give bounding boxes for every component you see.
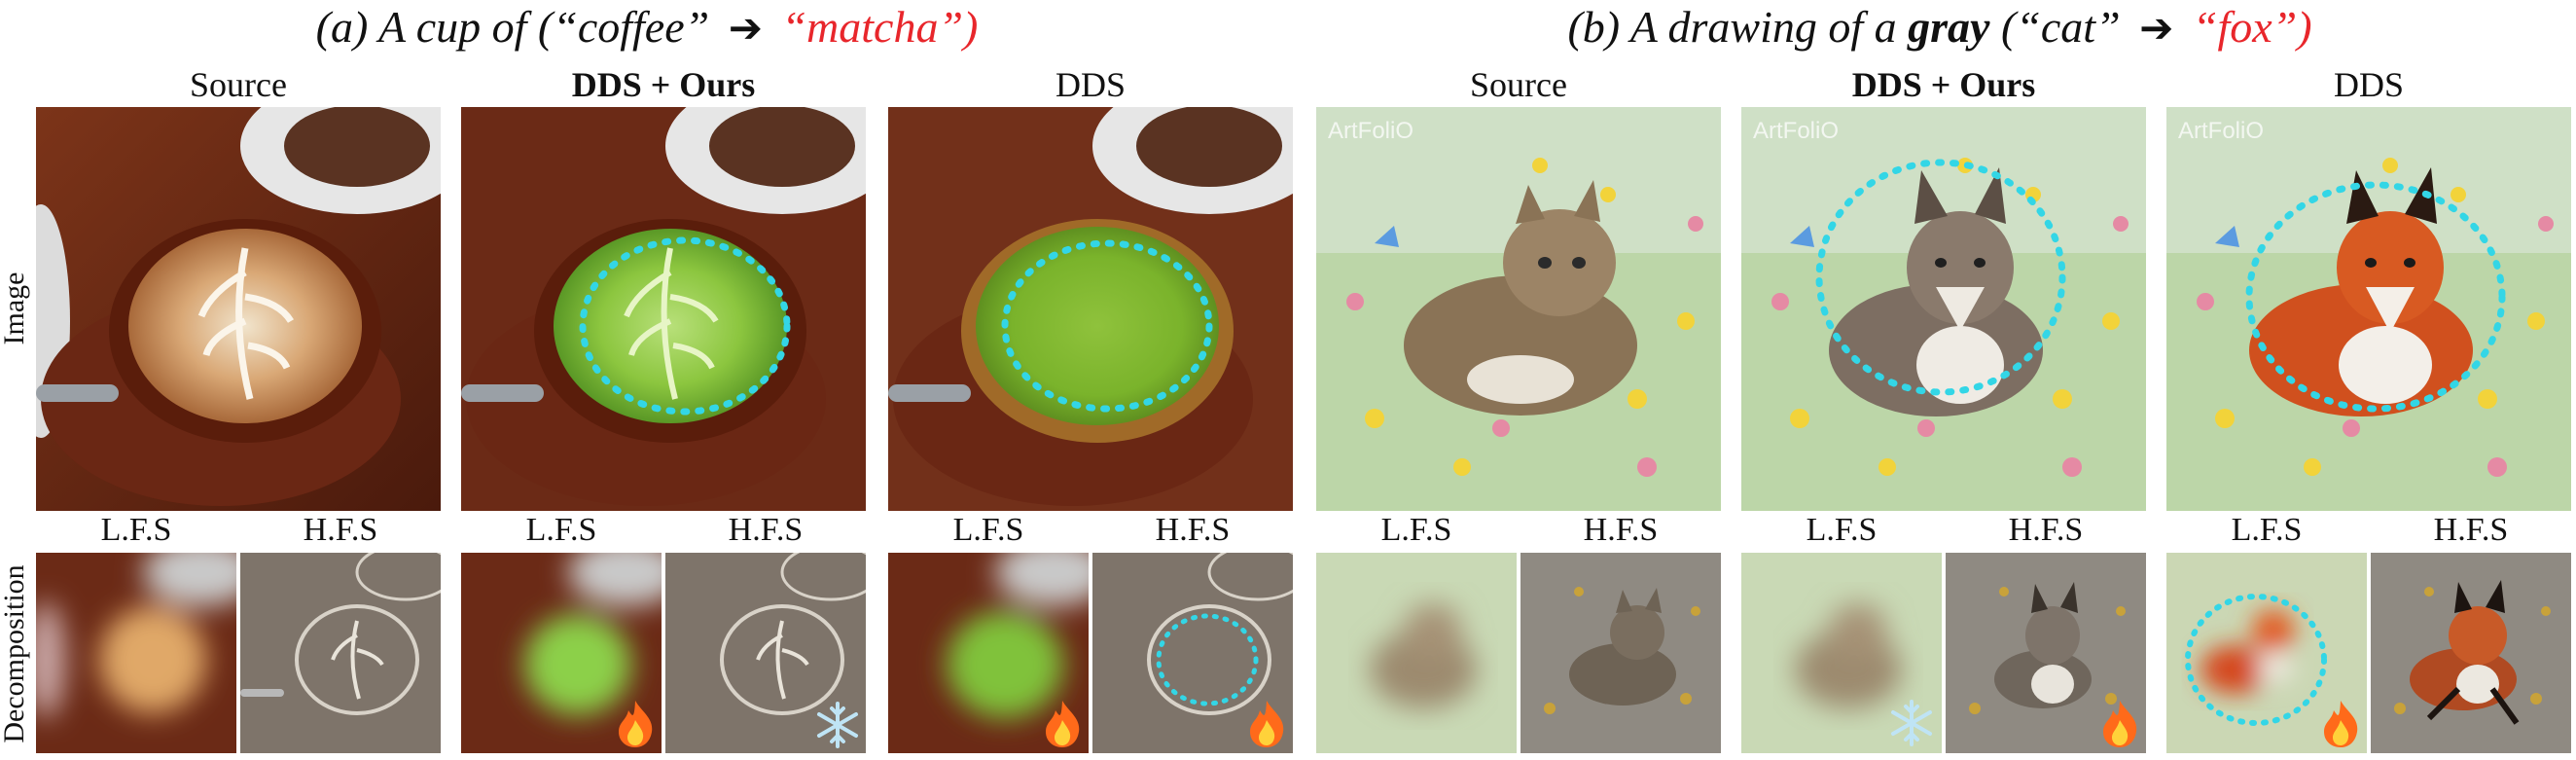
decomp-a-source-hfs — [240, 553, 441, 753]
col-label-b-dds: DDS — [2333, 65, 2405, 104]
watermark: ArtFoliO — [1328, 118, 1413, 144]
arrow-icon: ➔ — [728, 7, 763, 52]
image-a-dds — [888, 107, 1293, 511]
sub-label-b-ours-hfs: H.F.S — [2008, 512, 2084, 548]
decomp-b-source-hfs — [1521, 553, 1721, 753]
decomp-b-ours-hfs — [1946, 553, 2146, 753]
image-b-source: ArtFoliO — [1316, 107, 1721, 511]
decomp-b-ours-lfs — [1741, 553, 1942, 753]
decomp-a-source-lfs — [36, 553, 236, 753]
image-a-ours — [461, 107, 866, 511]
highlight-circle — [1001, 239, 1213, 413]
sub-label-a-dds-hfs: H.F.S — [1155, 512, 1231, 548]
highlight-circle — [2245, 181, 2506, 413]
sub-label-b-dds-hfs: H.F.S — [2433, 512, 2509, 548]
decomp-a-dds-lfs — [888, 553, 1089, 753]
sub-label-a-ours-lfs: L.F.S — [525, 512, 597, 548]
decomp-b-dds-lfs — [2166, 553, 2367, 753]
col-label-a-source: Source — [190, 65, 287, 104]
col-label-a-dds: DDS — [1055, 65, 1127, 104]
watermark: ArtFoliO — [2178, 118, 2264, 144]
decomp-a-ours-lfs — [461, 553, 662, 753]
col-label-b-ours: DDS + Ours — [1851, 65, 2036, 104]
sub-label-b-dds-lfs: L.F.S — [2231, 512, 2303, 548]
decomp-b-source-lfs — [1316, 553, 1517, 753]
col-label-a-ours: DDS + Ours — [571, 65, 756, 104]
highlight-circle — [2185, 594, 2327, 726]
arrow-icon: ➔ — [2139, 7, 2174, 52]
fire-icon — [1040, 699, 1085, 749]
panel-b-title: (b) A drawing of a gray (“cat” ➔ “fox”) — [1567, 2, 2312, 52]
snowflake-icon — [813, 701, 862, 749]
watermark: ArtFoliO — [1753, 118, 1839, 144]
highlight-circle — [1156, 613, 1259, 706]
panel-a-title: (a) A cup of (“coffee” ➔ “matcha”) — [315, 2, 979, 52]
sub-label-b-ours-lfs: L.F.S — [1806, 512, 1878, 548]
decomp-b-dds-hfs — [2371, 553, 2571, 753]
highlight-circle — [1815, 159, 2066, 396]
snowflake-icon — [1887, 699, 1936, 747]
sub-label-a-source-lfs: L.F.S — [100, 512, 172, 548]
col-label-b-source: Source — [1470, 65, 1567, 104]
sub-label-b-source-lfs: L.F.S — [1380, 512, 1452, 548]
highlight-circle — [579, 236, 791, 416]
image-b-dds: ArtFoliO — [2166, 107, 2571, 511]
sub-label-a-dds-lfs: L.F.S — [952, 512, 1024, 548]
sub-label-a-source-hfs: H.F.S — [303, 512, 378, 548]
decomp-a-ours-hfs — [665, 553, 866, 753]
decomp-a-dds-hfs — [1092, 553, 1293, 753]
image-b-ours: ArtFoliO — [1741, 107, 2146, 511]
fire-icon — [2318, 699, 2363, 749]
sub-label-a-ours-hfs: H.F.S — [728, 512, 804, 548]
fire-icon — [1244, 699, 1289, 749]
fire-icon — [2097, 699, 2142, 749]
fire-icon — [613, 699, 658, 749]
image-a-source — [36, 107, 441, 511]
row-label-decomposition: Decomposition — [0, 564, 30, 743]
sub-label-b-source-hfs: H.F.S — [1583, 512, 1659, 548]
row-label-image: Image — [0, 271, 30, 345]
